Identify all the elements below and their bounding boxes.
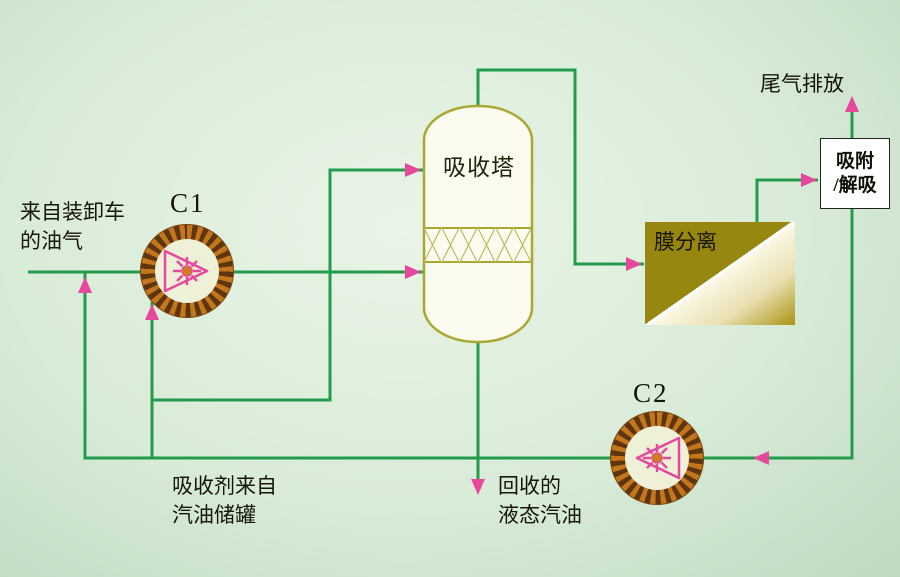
- tail-gas-label: 尾气排放: [760, 72, 844, 96]
- absorber-label: 吸收塔: [443, 155, 515, 180]
- impeller-star-icon: [173, 257, 201, 285]
- recovered-label-line1: 回收的: [498, 474, 561, 498]
- arrow-into-membrane-icon: [626, 257, 642, 271]
- pipe-membrane-to-adsorber: [755, 178, 818, 222]
- adsorber-unit: 吸附 /解吸: [820, 138, 890, 209]
- absorbent-label-line2: 汽油储罐: [172, 503, 256, 527]
- compressor-c2-face: [625, 426, 689, 490]
- absorbent-label: 吸收剂来自 汽油储罐: [172, 472, 277, 530]
- absorber-shell: [422, 104, 534, 344]
- membrane-unit: 膜分离: [645, 222, 795, 325]
- pipe-absorbent-to-top: [152, 168, 423, 402]
- arrow-absorbent-up-icon: [145, 304, 159, 320]
- arrow-into-absorber-mid-icon: [405, 265, 421, 279]
- impeller-star-icon: [643, 444, 671, 472]
- source-label: 来自装卸车 的油气: [20, 198, 125, 256]
- pipe-overhead-to-membrane: [476, 68, 644, 266]
- packing-mesh: [423, 227, 532, 263]
- arrow-into-c2-icon: [753, 451, 769, 465]
- compressor-c2-label: C2: [633, 378, 669, 408]
- arrow-recycle-up-icon: [78, 277, 92, 293]
- recovered-label: 回收的 液态汽油: [498, 472, 582, 530]
- compressor-c1-symbol: [163, 249, 209, 293]
- recovered-label-line2: 液态汽油: [498, 503, 582, 527]
- compressor-c1-face: [155, 239, 219, 303]
- absorbent-label-line1: 吸收剂来自: [172, 474, 277, 498]
- compressor-c2: [610, 411, 704, 505]
- absorber-column: [422, 104, 534, 344]
- arrow-tail-gas-icon: [845, 96, 859, 112]
- membrane-label: 膜分离: [654, 230, 717, 254]
- arrow-into-absorber-top-icon: [405, 163, 421, 177]
- pipe-recycle: [83, 272, 610, 460]
- impeller-hub-icon: [651, 452, 663, 464]
- impeller-hub-icon: [181, 265, 193, 277]
- adsorber-label-line2: /解吸: [833, 174, 877, 196]
- source-label-line2: 的油气: [20, 229, 83, 253]
- arrow-gasoline-out-icon: [471, 479, 485, 495]
- compressor-c1: [140, 224, 234, 318]
- source-label-line1: 来自装卸车: [20, 200, 125, 224]
- compressor-c1-label: C1: [170, 188, 206, 218]
- adsorber-label-line1: 吸附: [835, 150, 874, 172]
- compressor-c2-symbol: [635, 436, 681, 480]
- arrow-into-adsorber-icon: [801, 173, 817, 187]
